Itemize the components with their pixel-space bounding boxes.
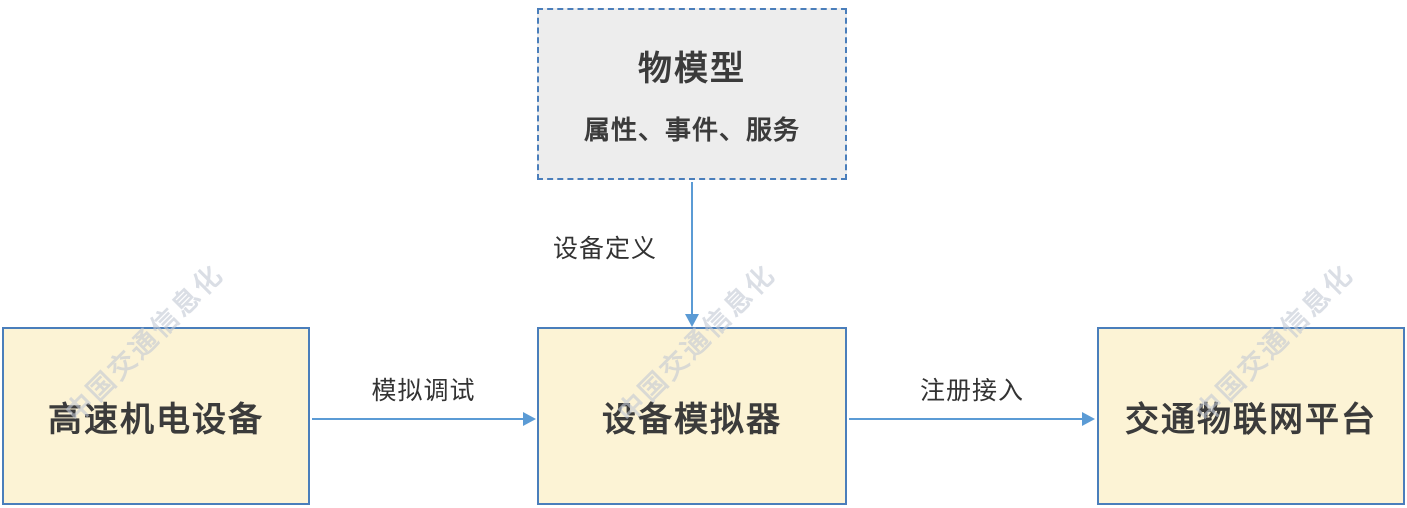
arrow-simulator-to-platform-line [849,418,1083,420]
node-device-simulator-label: 设备模拟器 [602,400,782,439]
node-thing-model: 物模型 属性、事件、服务 [537,8,847,180]
edge-label-register-access: 注册接入 [919,377,1024,405]
thing-model-subtitle: 属性、事件、服务 [583,115,800,145]
arrow-model-to-simulator-line [691,182,693,316]
arrow-device-to-simulator-line [312,418,524,420]
node-device-simulator: 设备模拟器 [537,327,847,505]
arrow-right-icon [523,412,536,426]
edge-label-device-definition: 设备定义 [553,235,658,263]
thing-model-title: 物模型 [638,50,746,88]
node-traffic-iot-platform: 交通物联网平台 [1097,327,1405,505]
node-traffic-iot-platform-label: 交通物联网平台 [1125,400,1377,439]
arrow-right-icon [1082,412,1095,426]
edge-label-simulate-debug: 模拟调试 [371,377,476,405]
arrow-down-icon [685,314,699,327]
node-highway-device-label: 高速机电设备 [48,400,264,439]
node-highway-device: 高速机电设备 [2,327,310,505]
